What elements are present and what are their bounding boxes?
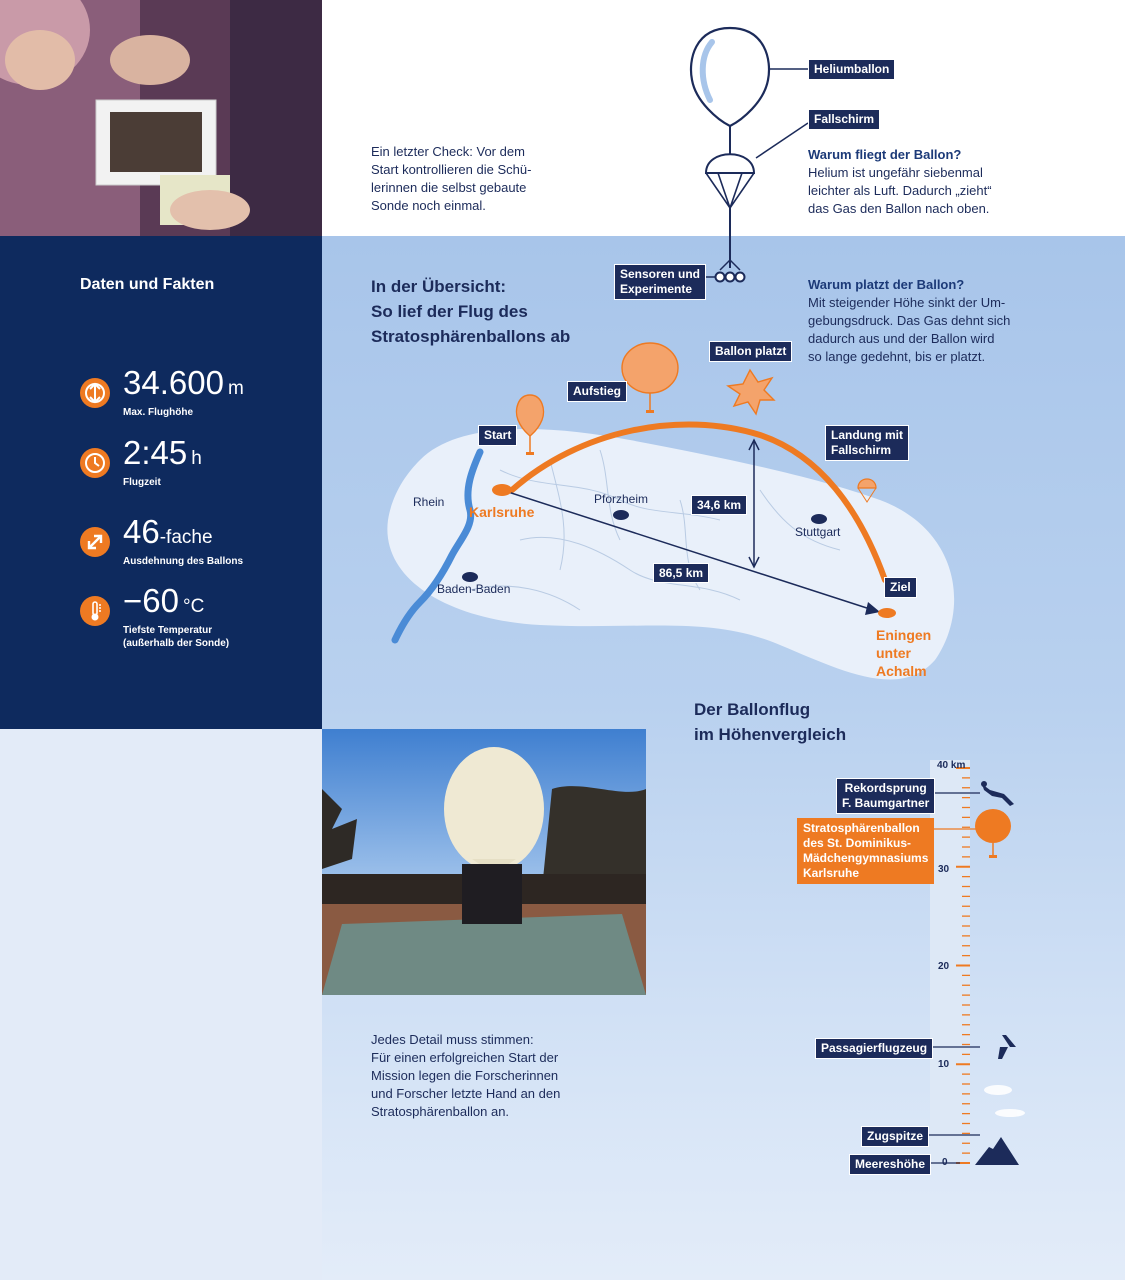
scale-tick-20: 20 [938,961,950,972]
fact-altitude-unit: m [227,378,244,399]
large-balloon-icon [621,342,679,413]
question-fly-title: Warum fliegt der Ballon? [808,147,962,162]
flight-path [509,421,888,583]
fact-flighttime-value: 2:45 [123,434,188,471]
skydiver-icon [981,781,1014,806]
fact-altitude-value: 34.600 [123,364,224,401]
baden-dot [462,572,478,582]
expand-arrows-icon [80,527,110,557]
clock-icon [80,448,110,478]
scale-tick-10: 10 [938,1059,950,1070]
fact-flighttime-label: Flugzeit [123,477,161,488]
bottom-caption: Jedes Detail muss stimmen: Für einen erf… [371,1032,561,1119]
label-heliumballon: Heliumballon [808,59,896,80]
probe-check-photo [0,0,322,236]
fact-flighttime-unit: h [191,448,202,469]
burst-star-icon [726,368,776,416]
orange-balloon-icon [975,809,1011,858]
top-caption: Ein letzter Check: Vor dem Start kontrol… [371,144,532,213]
comparison-meer: Meereshöhe [849,1154,932,1175]
cloud-icon [984,1085,1025,1117]
fact-expansion-label: Ausdehnung des Ballons [123,556,244,567]
label-fallschirm: Fallschirm [808,109,881,130]
scale-unit: km [950,760,966,771]
fact-altitude-label: Max. Flughöhe [123,407,193,418]
comparison-heading: Der Ballonflug im Höhenvergleich [694,700,847,744]
flight-route-map [387,342,955,680]
question-burst-title: Warum platzt der Ballon? [808,277,965,292]
mountain-icon [975,1137,1019,1165]
place-karlsruhe: Karlsruhe [469,504,535,520]
question-fly-text: Helium ist ungefähr siebenmal leichter a… [808,165,992,216]
question-burst-text: Mit steigender Höhe sinkt der Um- gebung… [808,295,1011,364]
small-balloon-icon [515,394,545,455]
facts-title: Daten und Fakten [80,276,215,293]
stuttgart-dot [811,514,827,524]
comparison-rekord: Rekordsprung F. Baumgartner [836,778,936,814]
facts-panel [0,236,322,729]
map-tag-start: Start [478,425,518,446]
scale-tick-40: 40 [937,760,949,771]
landing-parachute-icon [857,478,877,503]
map-tag-landung: Landung mit Fallschirm [825,425,909,461]
comparison-flugzeug: Passagierflugzeug [815,1038,934,1059]
airplane-icon [980,1035,1016,1059]
sensor-payload-icon [714,258,746,283]
map-tag-platzt: Ballon platzt [709,341,793,362]
label-sensoren: Sensoren und Experimente [614,264,707,300]
fact-temperature-unit: °C [182,596,205,617]
altitude-icon [80,378,110,408]
place-pforzheim: Pforzheim [594,492,649,506]
pforzheim-dot [613,510,629,520]
map-tag-ziel: Ziel [884,577,917,598]
thermometer-icon [80,596,110,626]
karlsruhe-dot [492,484,512,496]
helium-balloon-icon [689,26,771,155]
rhein-river [391,448,484,644]
balloon-launch-photo [322,729,646,995]
scale-top-label: 40 km [937,760,965,771]
balloon-anatomy-diagram [689,26,809,283]
place-baden: Baden-Baden [437,582,511,596]
fact-expansion-unit: -fache [159,527,213,548]
map-heading: In der Übersicht: So lief der Flug des S… [371,277,571,346]
comparison-connectors [926,781,1025,1165]
place-eningen: Eningen unter Achalm [876,627,932,679]
map-tag-aufstieg: Aufstieg [567,381,627,402]
map-region-shape [387,428,955,680]
eningen-dot [878,608,896,618]
parachute-icon [704,153,756,268]
ground-distance-line [501,489,874,611]
distance-ground: 86,5 km [653,563,710,583]
fact-temperature-label: Tiefste Temperatur (außerhalb der Sonde) [123,625,230,649]
comparison-zugspitze: Zugspitze [861,1126,929,1147]
scale-tick-30: 30 [938,864,950,875]
place-stuttgart: Stuttgart [795,525,841,539]
fact-temperature-value: −60 [123,582,179,619]
place-rhein: Rhein [413,495,445,509]
lower-left-background [0,729,322,1280]
distance-height: 34,6 km [691,495,748,515]
comparison-stratos: Stratosphärenballon des St. Dominikus- M… [797,818,935,884]
fact-expansion-value: 46 [123,513,160,550]
